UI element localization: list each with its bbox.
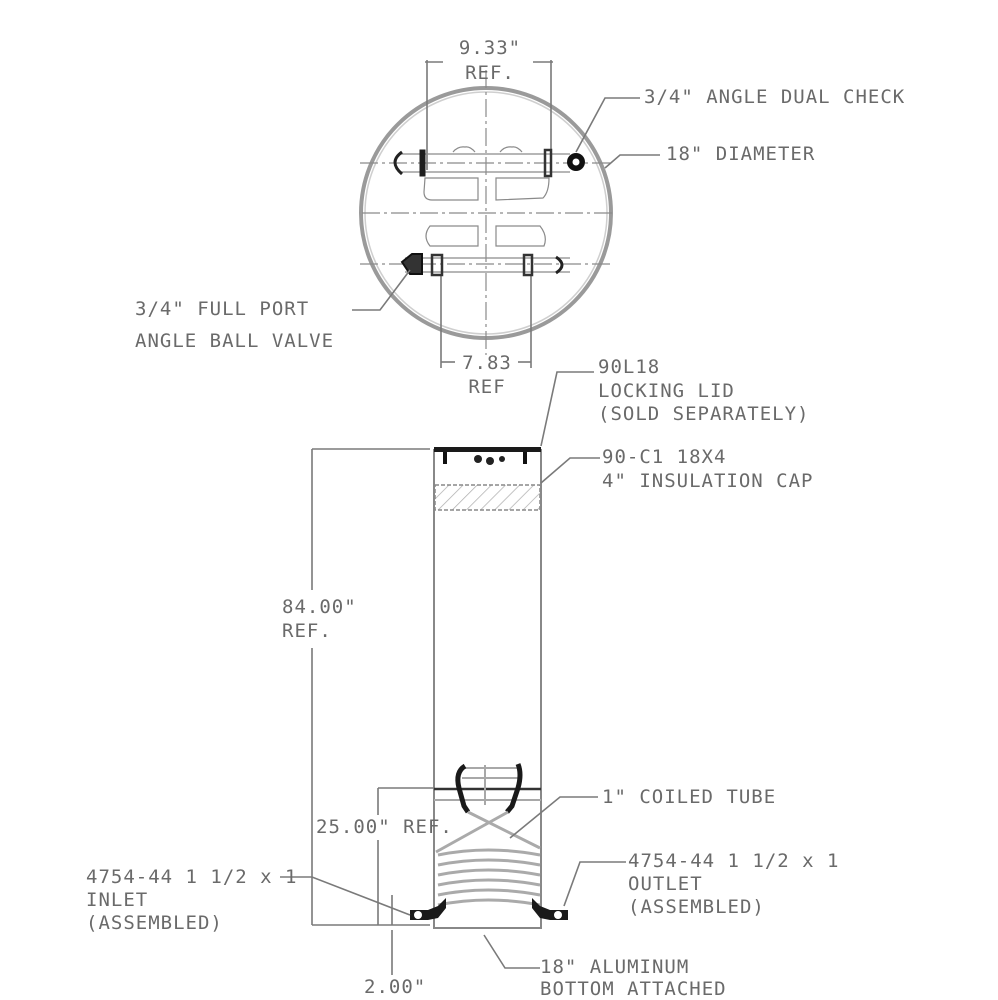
- callout-ball-valve-1: 3/4" FULL PORT: [135, 298, 310, 320]
- callout-outlet-2: OUTLET: [628, 873, 703, 895]
- callout-bottom-2: BOTTOM ATTACHED: [540, 978, 727, 1000]
- callout-coil: 1" COILED TUBE: [602, 786, 777, 808]
- callout-outlet-1: 4754-44 1 1/2 x 1: [628, 850, 840, 872]
- outlet-fitting-icon: [532, 898, 568, 920]
- bottom-offset-dim: 2.00": [364, 976, 427, 998]
- callout-inlet-3: (ASSEMBLED): [86, 912, 223, 934]
- coil-dim: 25.00" REF.: [316, 816, 453, 838]
- locking-lid: [434, 447, 541, 452]
- callout-ball-valve-2: ANGLE BALL VALVE: [135, 330, 335, 352]
- callout-diameter: 18" DIAMETER: [666, 143, 816, 165]
- callout-outlet-3: (ASSEMBLED): [628, 896, 765, 918]
- side-view: [280, 371, 626, 975]
- callout-inlet-1: 4754-44 1 1/2 x 1: [86, 866, 298, 888]
- callout-lid-1: 90L18: [598, 356, 661, 378]
- callout-bottom-1: 18" ALUMINUM: [540, 956, 690, 978]
- callout-lid-2: LOCKING LID: [598, 380, 735, 402]
- callout-dual-check: 3/4" ANGLE DUAL CHECK: [644, 86, 906, 108]
- bottom-dim-ref: REF: [468, 376, 506, 398]
- callout-cap-1: 90-C1 18X4: [602, 446, 727, 468]
- callout-cap-2: 4" INSULATION CAP: [602, 470, 814, 492]
- top-view: [352, 60, 660, 368]
- ball-valve-icon: [400, 253, 423, 275]
- insulation-cap: [434, 484, 541, 511]
- height-dim-ref: REF.: [282, 620, 332, 642]
- coiled-tube: [434, 763, 541, 907]
- bottom-dim-value: 7.83: [462, 352, 512, 374]
- top-dim-value: 9.33": [458, 37, 522, 59]
- callout-inlet-2: INLET: [86, 889, 149, 911]
- callout-lid-3: (SOLD SEPARATELY): [598, 403, 810, 425]
- height-dim-value: 84.00": [282, 596, 357, 618]
- top-dim-ref: REF.: [465, 62, 515, 84]
